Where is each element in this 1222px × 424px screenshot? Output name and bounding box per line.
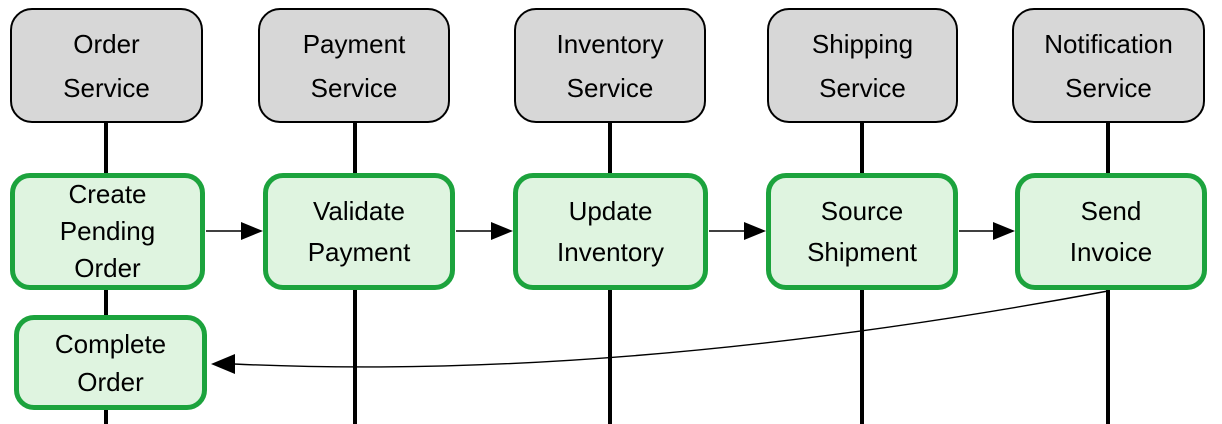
flow-arrow-create-to-validate [206,222,263,240]
flow-arrow-source-to-send [959,222,1015,240]
service-label: Order Service [63,28,150,103]
step-label: Complete Order [54,328,167,397]
arrow-right-icon [993,222,1015,240]
step-node-send-invoice: Send Invoice [1015,173,1207,290]
step-label: Create Pending Order [59,179,156,283]
return-arrow-send-invoice-to-complete-order [211,290,1109,374]
service-node-payment: Payment Service [258,8,450,123]
service-label: Notification Service [1044,28,1173,103]
arrow-right-icon [491,222,513,240]
step-node-validate-payment: Validate Payment [263,173,455,290]
service-label: Inventory Service [556,28,664,103]
step-node-source-shipment: Source Shipment [766,173,958,290]
service-node-shipping: Shipping Service [767,8,958,123]
step-node-create-pending-order: Create Pending Order [10,173,205,290]
service-node-order: Order Service [10,8,203,123]
step-label: Validate Payment [307,195,411,267]
service-label: Payment Service [302,28,406,103]
arrow-right-icon [744,222,766,240]
service-node-inventory: Inventory Service [514,8,706,123]
step-label: Source Shipment [807,195,917,267]
flow-arrow-update-to-source [709,222,766,240]
arrow-left-icon [211,354,235,374]
step-label: Send Invoice [1069,195,1153,267]
step-node-complete-order: Complete Order [14,315,207,410]
arrow-right-icon [241,222,263,240]
step-node-update-inventory: Update Inventory [513,173,708,290]
service-label: Shipping Service [811,28,914,103]
service-node-notification: Notification Service [1012,8,1205,123]
flow-arrow-validate-to-update [456,222,513,240]
step-label: Update Inventory [557,195,664,267]
